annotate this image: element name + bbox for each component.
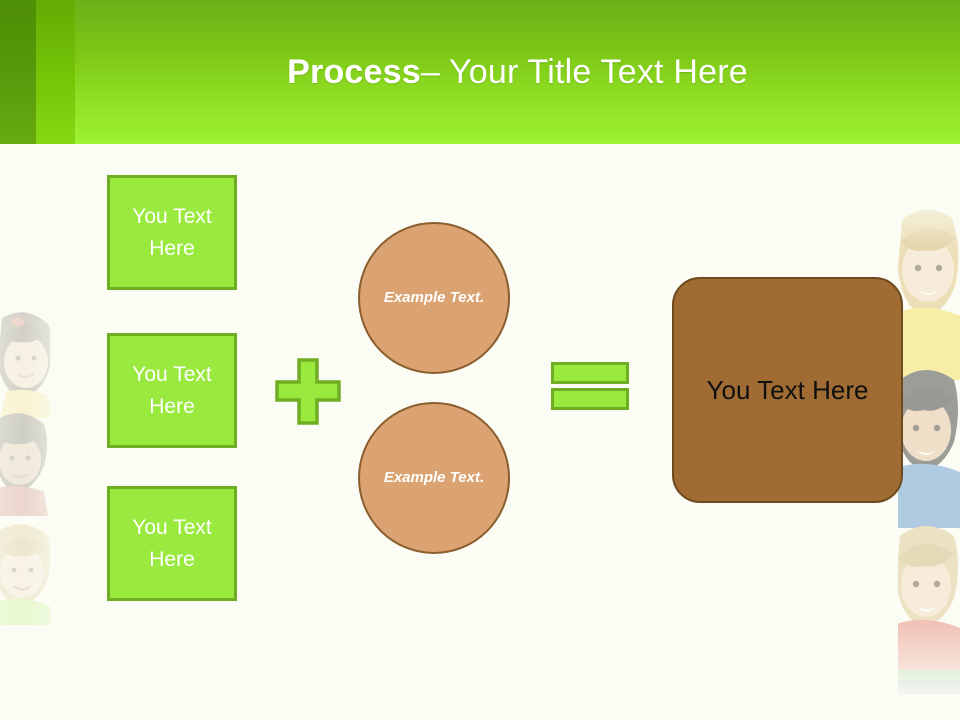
result-box-label: You Text Here [706,374,869,405]
equals-bar-top [551,362,629,384]
page-title-regular: – Your Title Text Here [420,52,748,91]
result-box[interactable]: You Text Here [672,277,903,503]
example-circle-2[interactable]: Example Text. [358,402,510,554]
example-circle-2-label: Example Text. [383,469,485,487]
children-photo-right-art [898,190,960,695]
input-box-3[interactable]: You Text Here [107,486,237,601]
input-box-2[interactable]: You Text Here [107,333,237,448]
example-circle-1-label: Example Text. [383,289,485,307]
header-gradient-band [75,0,960,144]
photo-left-fade [0,300,58,625]
input-box-1-label: You Text Here [132,205,212,260]
decorative-photo-left [0,300,58,625]
decorative-photo-right [898,190,960,695]
input-box-3-label: You Text Here [132,516,212,571]
page-title-bold: Process [287,52,421,91]
example-circle-1[interactable]: Example Text. [358,222,510,374]
equals-bar-bottom [551,388,629,410]
input-box-1[interactable]: You Text Here [107,175,237,290]
header-stripe-dark [0,0,36,144]
slide-header: Process – Your Title Text Here [0,0,960,144]
input-box-2-label: You Text Here [132,363,212,418]
children-photo-left-art [0,300,58,625]
header-stripe-mid [36,0,75,144]
equals-icon [551,362,629,410]
page-title: Process – Your Title Text Here [75,0,960,144]
plus-icon [275,358,341,425]
photo-right-fade [898,190,960,695]
